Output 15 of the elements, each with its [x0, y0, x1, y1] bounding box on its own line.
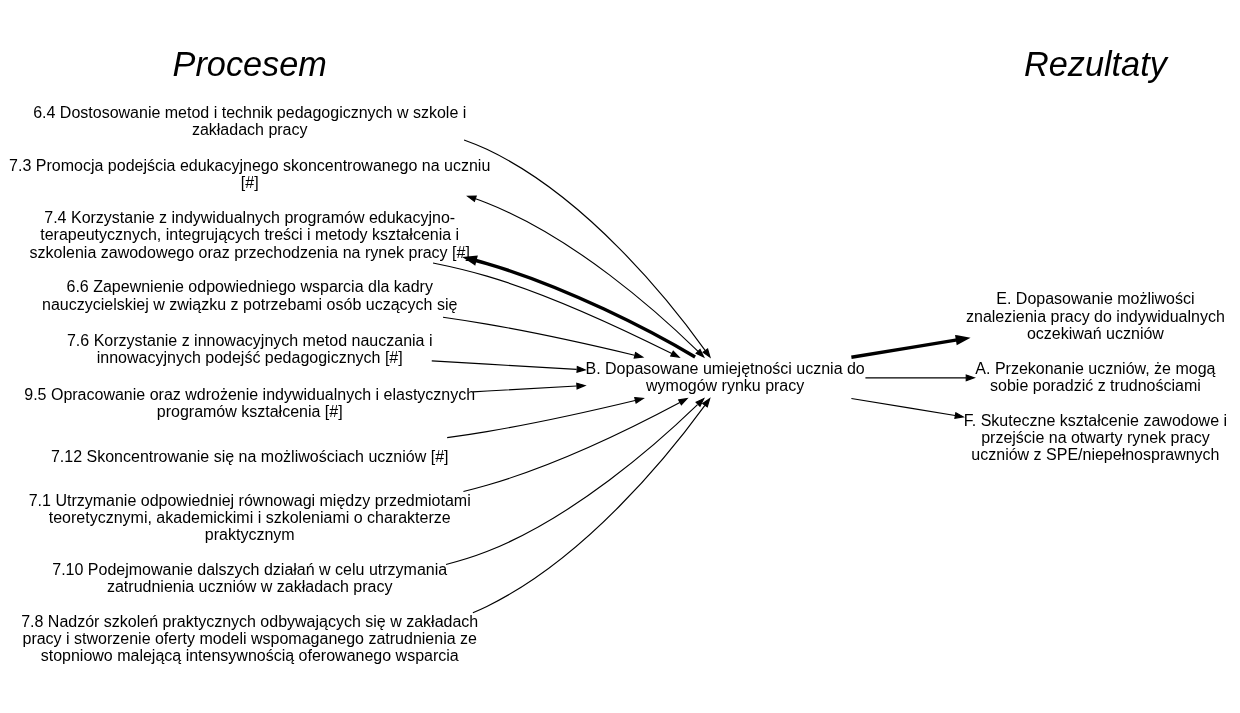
node-text: 7.10 Podejmowanie dalszych działań w celu utrzymania zatrudnienia uczniów w zakładach pracy — [52, 560, 448, 595]
node-text: 7.3 Promocja podejścia edukacyjnego skoncentrowanego na uczniu [#] — [9, 156, 491, 191]
node-text: 6.4 Dostosowanie metod i technik pedagogicznych w szkole i zakładach pracy — [33, 103, 467, 138]
label: Procesem — [172, 44, 327, 83]
node-text: 6.6 Zapewnienie odpowiedniego wsparcia dla kadry nauczycielskiej w związku z potrzebami osób uczących się — [42, 277, 458, 313]
node-text: F. Skuteczne kształcenie zawodowe i przejście na otwarty rynek pracy uczniów z SPE/niepełnosprawnych — [963, 411, 1228, 463]
node-text: 7.12 Skoncentrowanie się na możliwościach uczniów [#] — [50, 447, 449, 465]
label: Rezultaty — [1024, 44, 1167, 83]
node-text: 7.1 Utrzymanie odpowiedniej równowagi między przedmiotami teoretycznymi, akademickimi i szkoleniami o charakterze praktycznym — [28, 491, 471, 543]
node-text: E. Dopasowanie możliwości znalezienia pracy do indywidualnych oczekiwań uczniów — [966, 289, 1225, 342]
node-text: 9.5 Opracowanie oraz wdrożenie indywidualnych i elastycznych programów kształcenia [#] — [24, 385, 476, 420]
node-text: 7.6 Korzystanie z innowacyjnych metod nauczania i innowacyjnych podejść pedagogicznych [#] — [66, 331, 433, 366]
node-text: B. Dopasowane umiejętności ucznia do wymogów rynku pracy — [585, 359, 865, 394]
node-text: 7.8 Nadzór szkoleń praktycznych odbywających się w zakładach pracy i stworzenie oferty modeli wspomaganego zatrudnienia ze stopniowo malejącą intensywnością oferowanego wsparcia — [21, 612, 479, 664]
node-text: A. Przekonanie uczniów, że mogą sobie poradzić z trudnościami — [975, 359, 1216, 394]
